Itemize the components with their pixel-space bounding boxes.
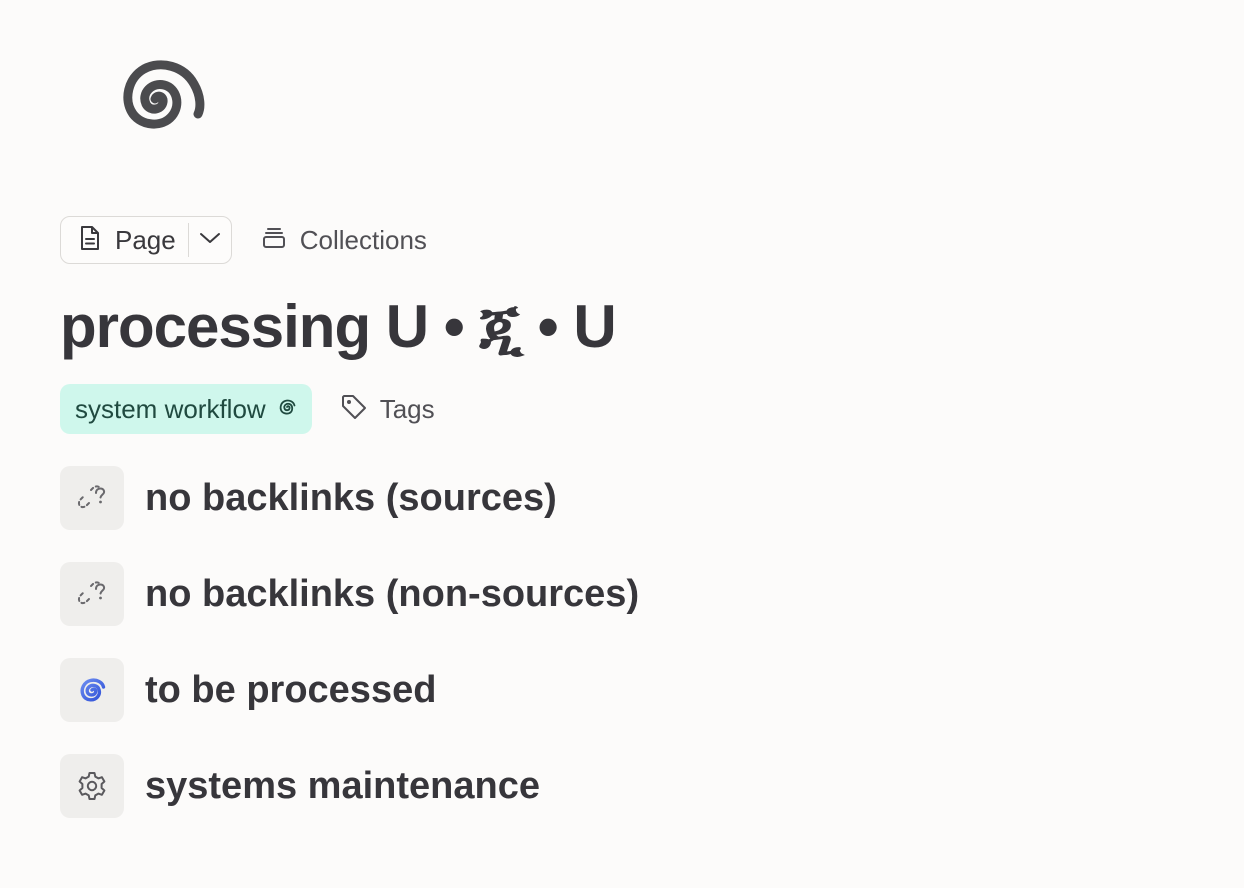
collections-button[interactable]: Collections — [262, 225, 427, 256]
gear-icon — [60, 754, 124, 818]
backlink-item-no-backlinks-non-sources[interactable]: no backlinks (non-sources) — [60, 562, 639, 626]
document-icon — [79, 225, 115, 256]
backlink-item-to-be-processed[interactable]: to be processed — [60, 658, 639, 722]
page-type-selector: Page — [60, 216, 232, 264]
tag-icon — [340, 393, 380, 426]
page-type-label: Page — [115, 224, 176, 255]
tags-row: system workflow Tags — [60, 384, 435, 434]
collections-stack-icon — [262, 227, 300, 254]
backlink-item-systems-maintenance[interactable]: systems maintenance — [60, 754, 639, 818]
backlink-label: to be processed — [145, 668, 437, 711]
tag-label: system workflow — [75, 393, 266, 424]
spiral-icon[interactable] — [86, 36, 224, 164]
chevron-down-icon — [199, 231, 221, 250]
page-title[interactable]: processing U • ጂ • U — [60, 293, 617, 360]
divider — [187, 223, 189, 257]
backlink-label: no backlinks (sources) — [145, 476, 557, 519]
broken-link-icon — [60, 562, 124, 626]
page-toolbar: Page Collections — [60, 215, 427, 265]
spiral-icon — [266, 396, 298, 423]
backlink-label: systems maintenance — [145, 764, 540, 807]
add-tags-button[interactable]: Tags — [340, 393, 435, 426]
broken-link-icon — [60, 466, 124, 530]
page-type-dropdown-button[interactable] — [189, 217, 231, 263]
cyclone-emoji-icon — [60, 658, 124, 722]
page-type-button[interactable]: Page — [61, 217, 188, 263]
tag-chip-system-workflow[interactable]: system workflow — [60, 384, 312, 434]
backlinks-list: no backlinks (sources) no backlinks (non… — [60, 466, 639, 850]
collections-label: Collections — [299, 224, 427, 255]
backlink-label: no backlinks (non-sources) — [145, 572, 640, 615]
backlink-item-no-backlinks-sources[interactable]: no backlinks (sources) — [60, 466, 639, 530]
tags-label: Tags — [379, 393, 435, 424]
